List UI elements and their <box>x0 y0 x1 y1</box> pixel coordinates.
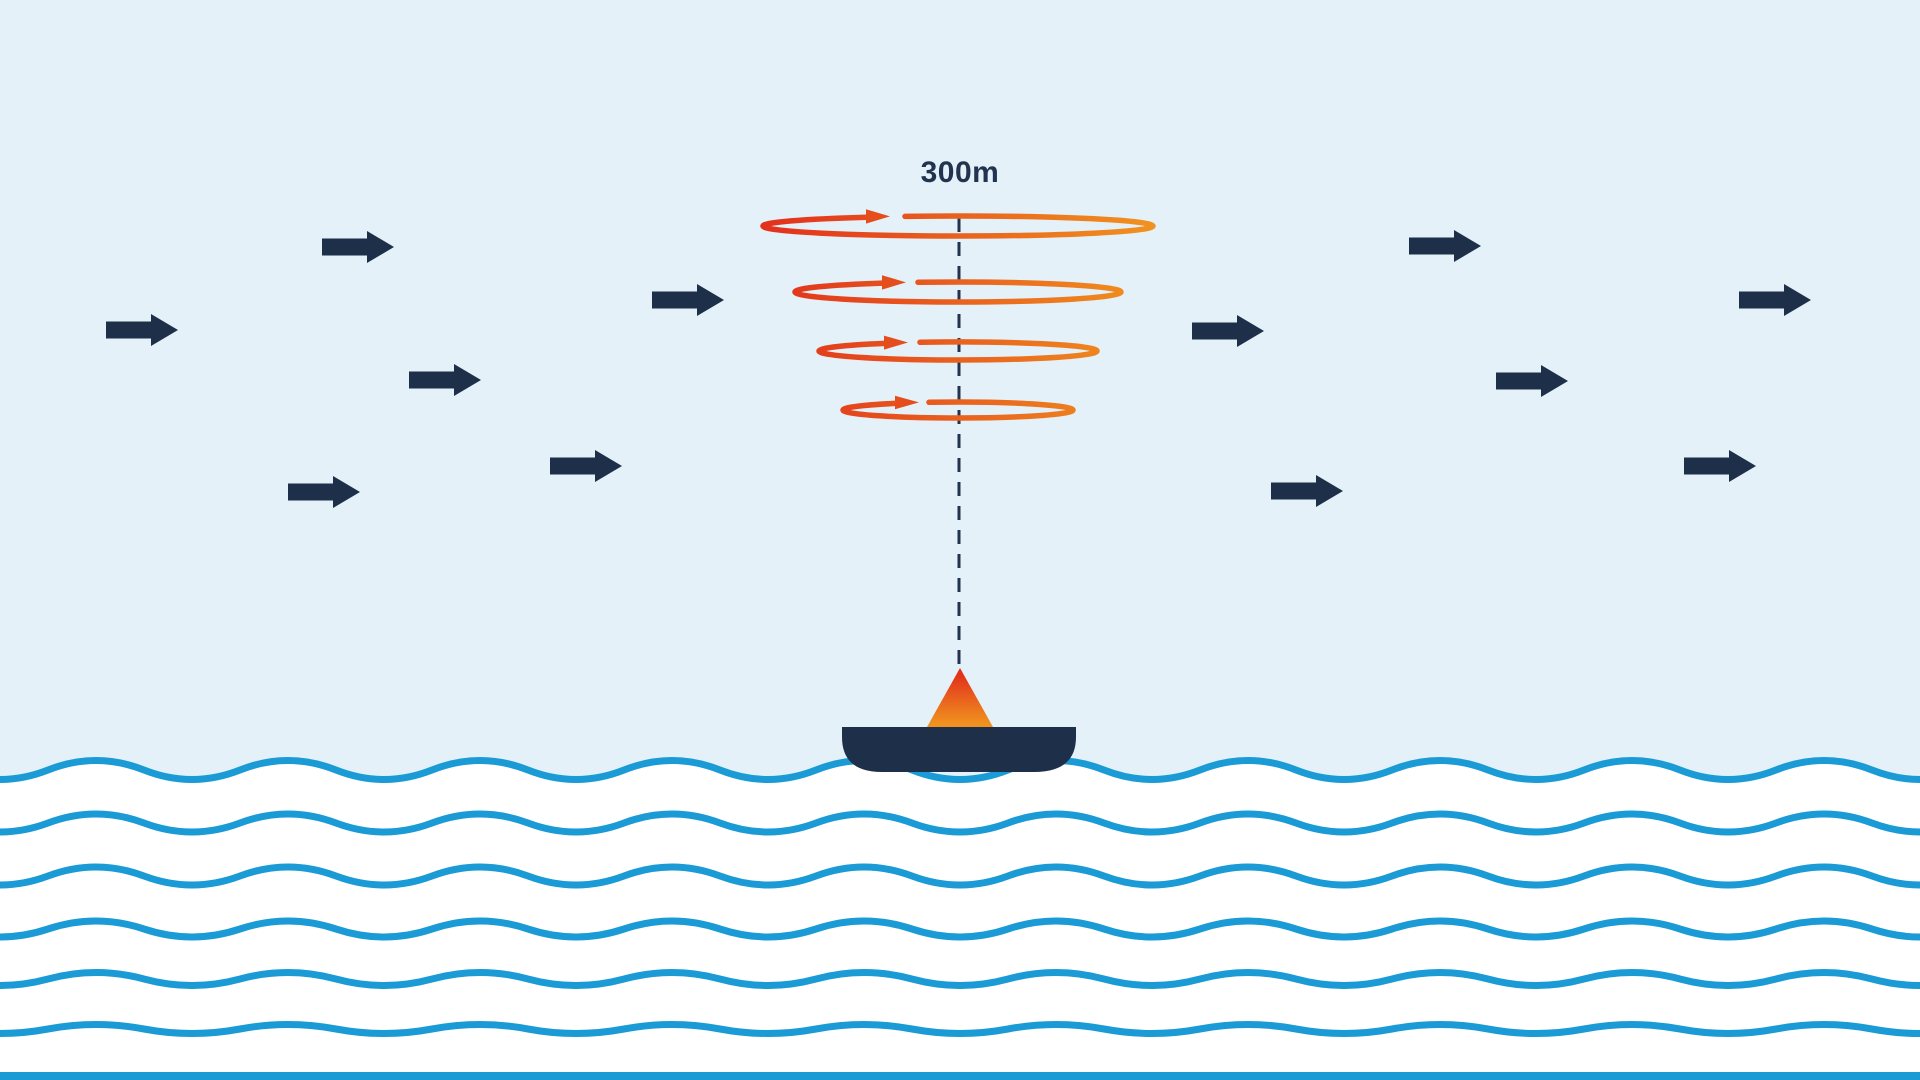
flight-loop-arrowheads <box>866 209 919 410</box>
flight-loop-1 <box>760 213 1156 239</box>
loop-arrowhead-icon <box>895 395 919 410</box>
buoy-hull <box>842 727 1076 772</box>
loop-arrowhead-icon <box>884 335 908 350</box>
wave-line <box>0 1021 1920 1037</box>
altitude-label: 300m <box>921 156 1000 189</box>
loop-arrowhead-icon <box>866 209 890 224</box>
flight-loop-3 <box>816 339 1100 363</box>
water-surface <box>0 760 1920 1080</box>
flight-loop-2 <box>792 279 1124 305</box>
floating-buoy <box>842 668 1076 772</box>
flight-path-helix <box>760 213 1156 421</box>
wave-line <box>0 969 1920 989</box>
wave-line <box>0 917 1920 941</box>
wave-line <box>0 810 1920 836</box>
loop-arrowhead-icon <box>882 275 906 290</box>
wave-line <box>0 863 1920 889</box>
flight-loop-4 <box>840 399 1076 421</box>
sea-bottom-bar <box>0 1072 1920 1080</box>
buoy-cone <box>927 668 993 727</box>
